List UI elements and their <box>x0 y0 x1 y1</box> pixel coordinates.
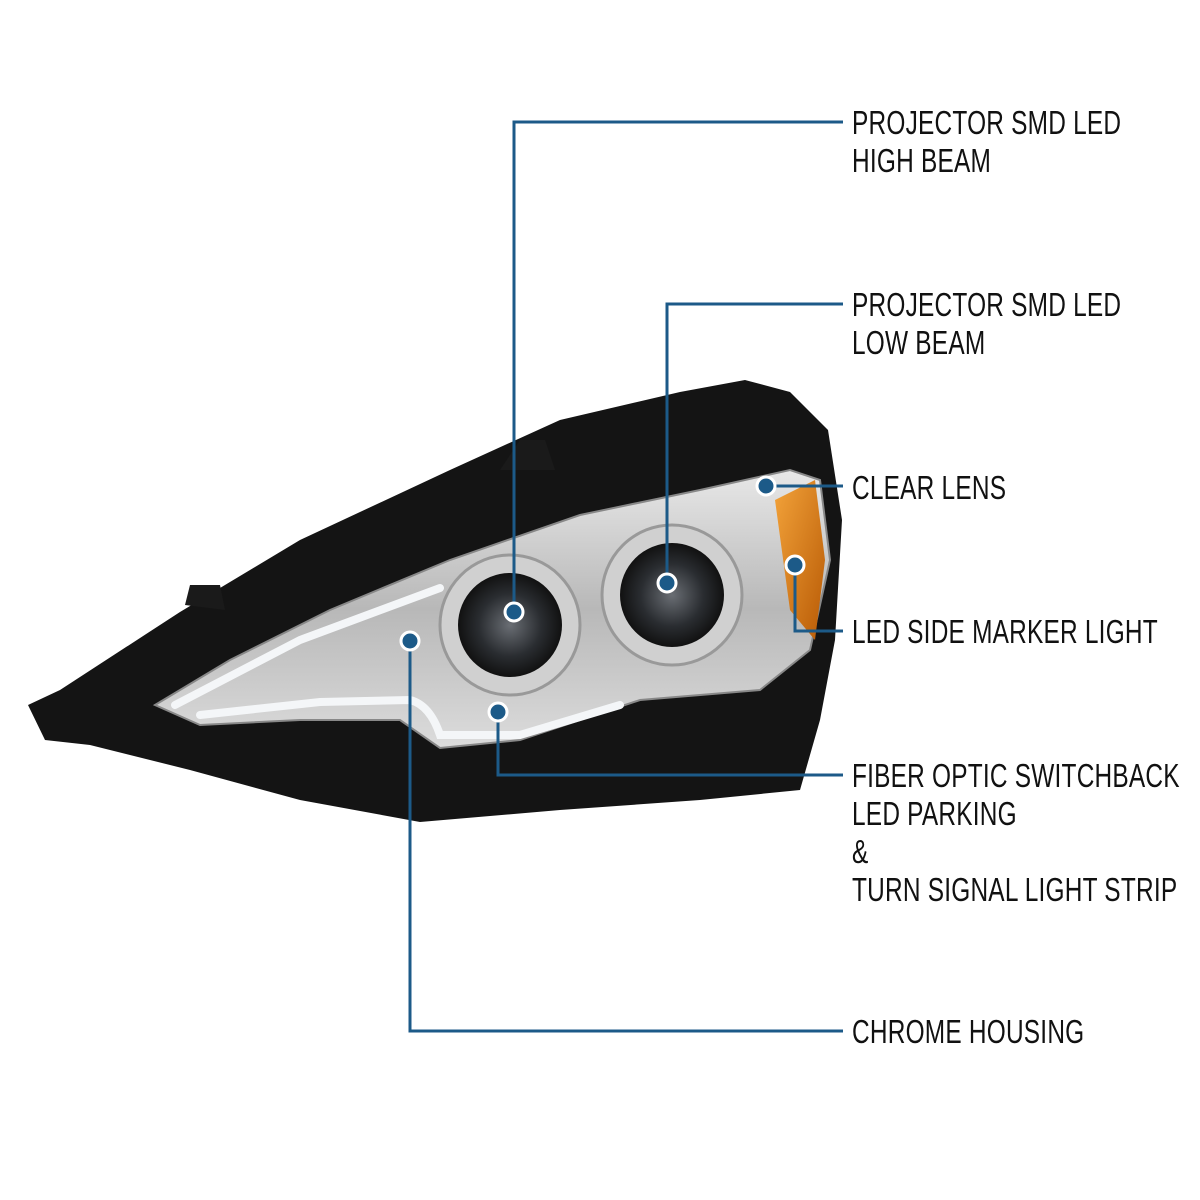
label-line: LOW BEAM <box>852 324 986 361</box>
label-line: PROJECTOR SMD LED <box>852 104 1122 141</box>
label-clear-lens: CLEAR LENS <box>852 469 1006 507</box>
label-line: FIBER OPTIC SWITCHBACK <box>852 757 1180 794</box>
dot-clear-lens <box>755 475 777 497</box>
label-line: PROJECTOR SMD LED <box>852 286 1122 323</box>
dot-chrome-housing <box>399 630 421 652</box>
label-line: LED PARKING <box>852 795 1017 832</box>
label-fiber-optic: FIBER OPTIC SWITCHBACK LED PARKING & TUR… <box>852 757 1180 909</box>
callout-dots <box>399 475 806 723</box>
label-line: HIGH BEAM <box>852 142 992 179</box>
label-line: & <box>852 833 869 870</box>
label-line: TURN SIGNAL LIGHT STRIP <box>852 871 1178 908</box>
dot-low-beam <box>656 572 678 594</box>
label-high-beam: PROJECTOR SMD LED HIGH BEAM <box>852 104 1121 180</box>
label-line: CHROME HOUSING <box>852 1013 1085 1050</box>
dot-side-marker <box>784 554 806 576</box>
dot-high-beam <box>503 601 525 623</box>
label-line: LED SIDE MARKER LIGHT <box>852 613 1158 650</box>
label-side-marker: LED SIDE MARKER LIGHT <box>852 613 1158 651</box>
label-low-beam: PROJECTOR SMD LED LOW BEAM <box>852 286 1121 362</box>
label-chrome-housing: CHROME HOUSING <box>852 1013 1084 1051</box>
dot-fiber-optic <box>487 701 509 723</box>
label-line: CLEAR LENS <box>852 469 1007 506</box>
